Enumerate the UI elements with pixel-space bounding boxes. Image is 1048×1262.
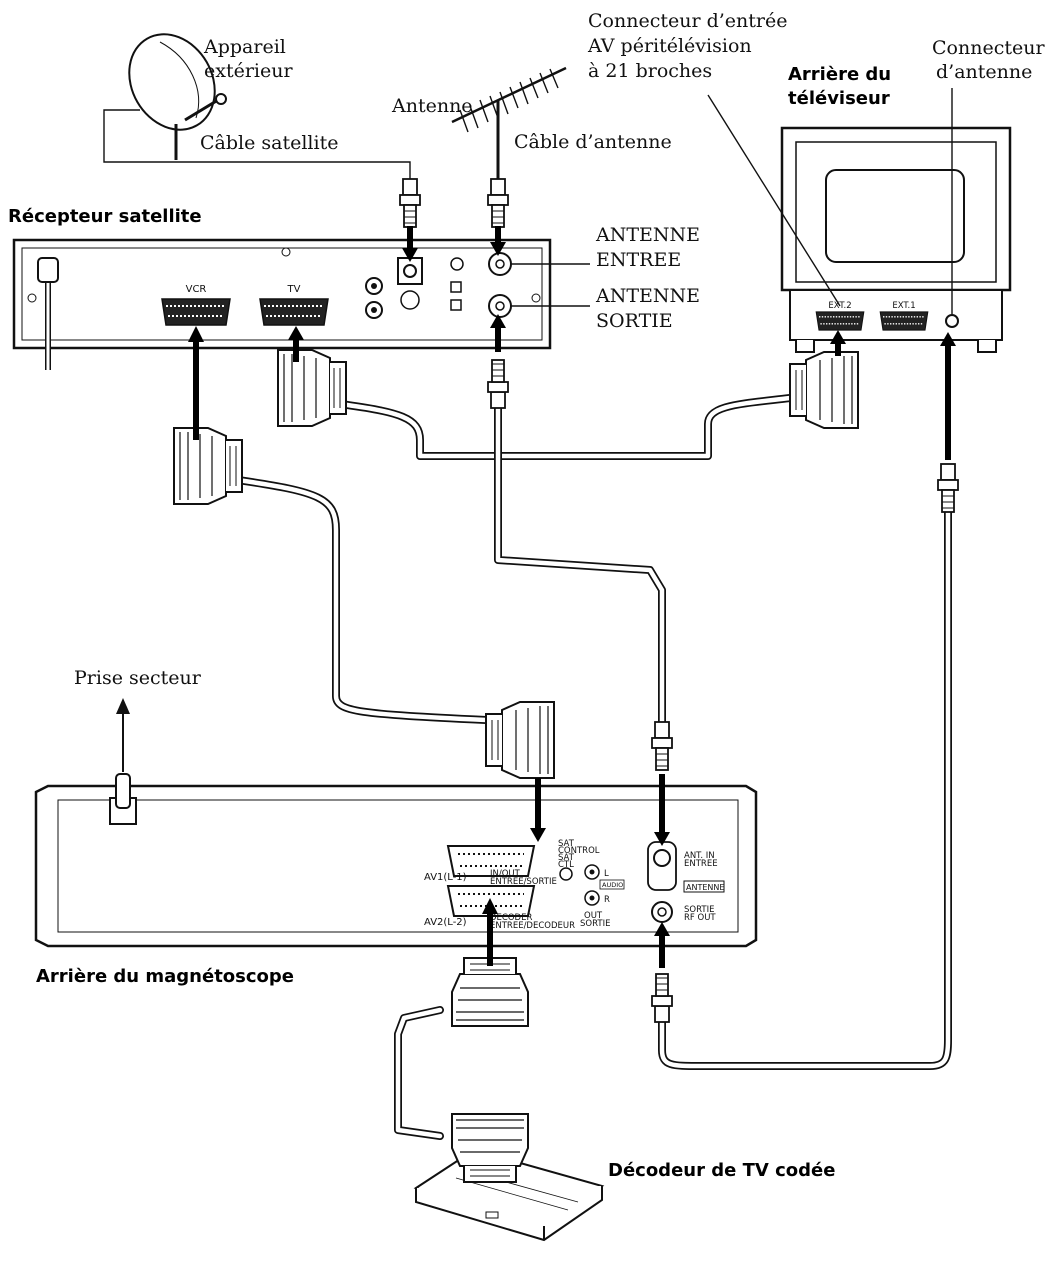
- satellite-receiver-label: Récepteur satellite: [8, 206, 202, 227]
- vcr-antenne-label: ANTENNE: [686, 883, 724, 892]
- vcr-av1-label: AV1(L-1): [424, 872, 467, 883]
- tv-back-label-1: Arrière du: [788, 64, 891, 85]
- rf-plug-vcr-in: [651, 721, 673, 771]
- scart-connector-label-2: AV péritélévision: [587, 35, 752, 57]
- vcr-sat-label-3: SAT: [558, 853, 575, 863]
- vcr-av2-label: AV2(L-2): [424, 917, 467, 928]
- scart-plug-tv-ext2: [789, 351, 859, 429]
- satellite-cable-label: Câble satellite: [200, 132, 338, 154]
- antenna-icon: [451, 66, 567, 188]
- rf-plug-vcr-out: [651, 973, 673, 1023]
- antenna-connector-label-2: d’antenne: [936, 61, 1032, 83]
- vcr-out-label-1: OUT: [584, 911, 603, 921]
- scart-plug-receiver-tv: [277, 349, 347, 427]
- rf-plug-receiver-out: [487, 359, 509, 409]
- vcr-ant-in-label-2: ENTREE: [684, 859, 718, 869]
- scart-plug-vcr-av2: [451, 957, 529, 1027]
- vcr-back-label: Arrière du magnétoscope: [36, 966, 294, 987]
- antenna-in-label-1: ANTENNE: [595, 224, 700, 246]
- antenna-in-label-2: ENTREE: [596, 249, 681, 271]
- receiver-tv-port-label: TV: [287, 284, 301, 295]
- satellite-cable-line: [103, 109, 411, 185]
- scart-plug-receiver-vcr: [173, 427, 243, 505]
- antenna-out-label-1: ANTENNE: [595, 285, 700, 307]
- vcr-ant-in-label-1: ANT. IN: [684, 851, 715, 861]
- antenna-cable-label: Câble d’antenne: [514, 131, 672, 153]
- antenna-port-leaders: [511, 263, 590, 307]
- satellite-cable-plug: [399, 178, 421, 228]
- antenna-cable-plug: [487, 178, 509, 228]
- vcr-av2-desc-1: DECODER: [490, 913, 532, 923]
- scart-plug-vcr-av1: [485, 701, 555, 779]
- vcr-audio-label: AUDIO: [602, 881, 623, 889]
- satellite-dish: [128, 33, 227, 160]
- satellite-receiver: [12, 238, 552, 370]
- scart-connector-leader: [707, 94, 841, 307]
- vcr-av1-desc-2: ENTREE/SORTIE: [490, 877, 557, 887]
- tv-back-label-2: téléviseur: [788, 88, 890, 109]
- vcr-rf-out-label-2: RF OUT: [684, 913, 716, 923]
- antenna-out-label-2: SORTIE: [596, 310, 673, 332]
- receiver-vcr-port-label: VCR: [186, 284, 207, 295]
- scart-plug-decoder: [451, 1113, 529, 1183]
- scart-connector-label-3: à 21 broches: [588, 60, 712, 82]
- television: [780, 126, 1012, 353]
- vcr-audio-box: [599, 879, 625, 890]
- connection-arrows: [188, 226, 956, 968]
- vcr-audio-l-label: L: [604, 869, 609, 879]
- vcr-sat-label-1: SAT: [558, 839, 575, 849]
- vcr-sat-label-2: CONTROL: [558, 846, 600, 856]
- decoder: [413, 1148, 605, 1242]
- scart-connector-label-1: Connecteur d’entrée: [588, 10, 787, 32]
- mains-outlet-label: Prise secteur: [74, 667, 202, 689]
- antenna-label: Antenne: [391, 95, 473, 117]
- vcr-audio-r-label: R: [604, 895, 610, 905]
- rf-plug-tv-antenna: [937, 463, 959, 513]
- vcr-rf-out-label-1: SORTIE: [684, 905, 714, 915]
- mains-arrow: [116, 698, 130, 772]
- antenna-connector-label-1: Connecteur: [932, 37, 1045, 59]
- outdoor-unit-label-1: Appareil: [203, 36, 286, 58]
- vcr-av2-desc-2: ENTREE/DECODEUR: [490, 921, 575, 931]
- vcr-av1-desc-1: IN/OUT: [490, 869, 521, 879]
- vcr: [34, 773, 758, 948]
- outdoor-unit-label-2: extérieur: [204, 60, 293, 82]
- decoder-label: Décodeur de TV codée: [608, 1160, 835, 1181]
- vcr-out-label-2: SORTIE: [580, 919, 610, 929]
- tv-ext1-label: EXT.1: [892, 301, 915, 311]
- vcr-sat-label-4: CTL: [558, 860, 574, 870]
